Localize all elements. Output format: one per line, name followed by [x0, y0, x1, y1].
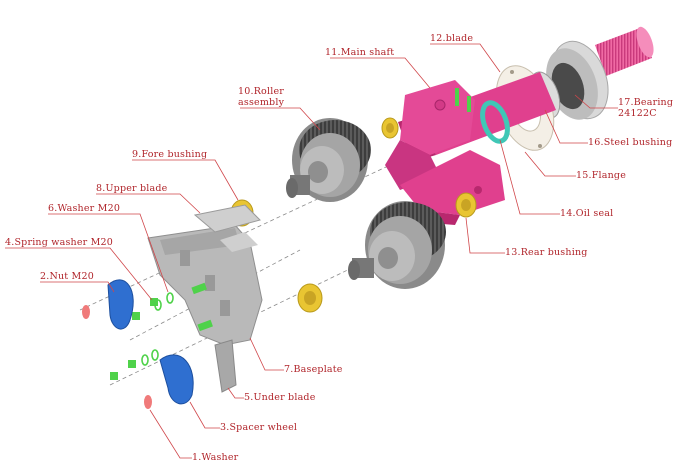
- label-washer: 1.Washer: [192, 452, 239, 463]
- label-upper-blade: 8.Upper blade: [96, 183, 168, 194]
- label-steel-bushing: 16.Steel bushing: [588, 137, 673, 148]
- roller-assembly-upper: [286, 118, 371, 202]
- upper-blade: [193, 204, 261, 233]
- spring-washers: [141, 292, 174, 366]
- main-shaft-spline: [595, 26, 654, 76]
- label-main-shaft: 11.Main shaft: [325, 47, 395, 58]
- label-flange: 15.Flange: [576, 170, 627, 181]
- label-oil-seal: 14.Oil seal: [560, 208, 614, 219]
- oil-seal: [480, 100, 510, 144]
- blade-frame: [385, 80, 505, 225]
- under-blade: [214, 339, 237, 393]
- roller-assembly-lower: [348, 201, 446, 289]
- label-nut-m20: 2.Nut M20: [40, 271, 94, 282]
- spacer-wheels: [107, 279, 194, 405]
- rear-bushing: [455, 192, 477, 218]
- blade-bushing: [381, 117, 399, 139]
- washers-pink: [82, 305, 152, 409]
- fore-bushing-lower: [297, 283, 323, 313]
- label-bearing: 17.Bearing 24122C: [618, 97, 674, 119]
- label-washer-m20: 6.Washer M20: [48, 203, 121, 214]
- label-spring-washer: 4.Spring washer M20: [5, 237, 114, 248]
- label-fore-bushing: 9.Fore bushing: [132, 149, 208, 160]
- fasteners-green: [110, 282, 213, 380]
- label-blade: 12.blade: [430, 33, 474, 44]
- label-rear-bushing: 13.Rear bushing: [505, 247, 588, 258]
- label-under-blade: 5.Under blade: [244, 392, 316, 403]
- leader-lines: [5, 43, 618, 459]
- label-spacer-wheel: 3.Spacer wheel: [220, 422, 298, 433]
- label-roller-assembly: 10.Roller assembly: [238, 86, 285, 108]
- label-baseplate: 7.Baseplate: [284, 364, 343, 375]
